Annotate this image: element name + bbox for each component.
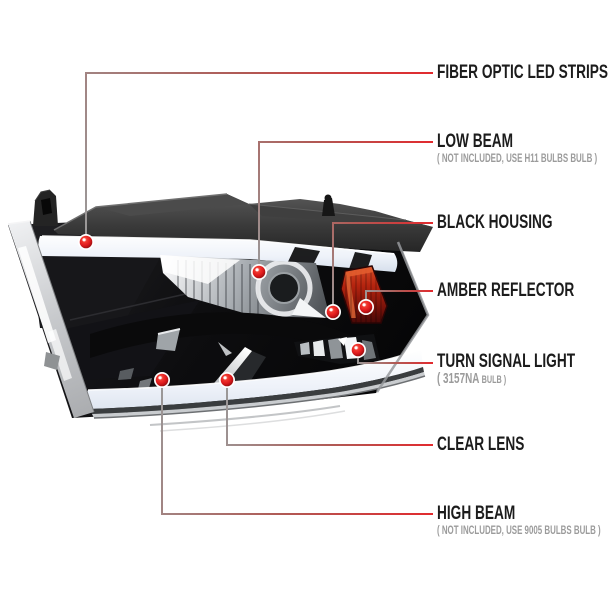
turn-signal-reflector [294, 334, 380, 364]
callout-lines [85, 72, 433, 515]
mounting-tab [33, 189, 58, 226]
low-beam-reflector [160, 255, 330, 318]
callout-dots [78, 234, 374, 388]
callout-line-fiber-optic-led-strips [85, 72, 433, 242]
callout-dot-turn-signal-light [350, 342, 366, 358]
lens-left-bevel [7, 220, 95, 418]
housing-brow [90, 312, 352, 358]
callout-dot-amber-reflector [358, 299, 374, 315]
callout-dot-black-housing [325, 304, 341, 320]
lens-bottom-trim [90, 367, 426, 432]
callout-dot-fiber-optic-led-strips [78, 234, 94, 250]
led-strip-bottom [86, 348, 424, 409]
top-bracket [322, 198, 335, 216]
callout-dot-low-beam [251, 264, 267, 280]
callout-line-clear-lens [226, 380, 433, 446]
callout-dot-high-beam [154, 372, 170, 388]
callout-line-black-housing [332, 222, 433, 312]
callout-dot-clear-lens [219, 372, 235, 388]
lens-right-edge [375, 241, 430, 393]
callout-line-high-beam [161, 380, 433, 515]
callout-line-low-beam [258, 141, 433, 272]
